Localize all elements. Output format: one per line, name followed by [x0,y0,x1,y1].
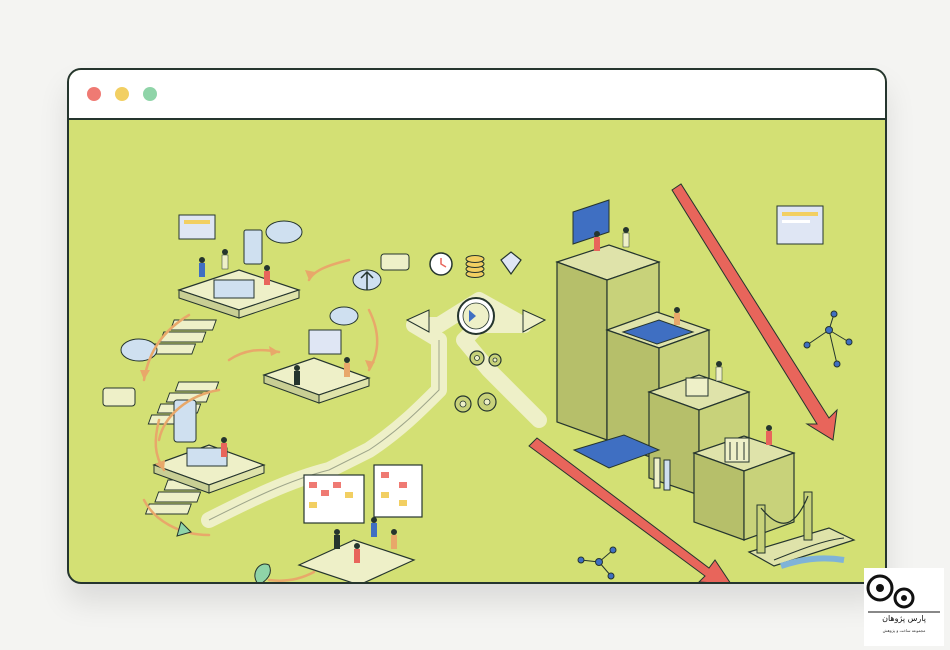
cycle-arrowheads [140,270,375,470]
network-node-icon [577,546,617,580]
blueprint-icon [572,434,661,469]
maximize-dot-icon[interactable] [143,87,157,101]
coins-icon [465,255,485,278]
workers-group [594,227,772,445]
fork-arrows [405,309,547,333]
browser-window [67,68,887,584]
phone-icon [173,399,197,443]
misc-right [577,205,853,580]
tablet-icon [213,279,255,299]
left-staircase [102,214,423,582]
diamond-icon [500,251,522,276]
gear-logo-icon [866,574,940,613]
logo-tagline: مجموعه ساخت و پژوهش [882,628,926,633]
tablet-icon [178,214,216,240]
speech-bubble-icon [102,253,410,407]
browser-window-icon [776,205,824,245]
phone-icon [243,229,263,265]
network-node-icon [803,310,853,368]
monitor-icon [308,329,342,355]
minimize-dot-icon[interactable] [115,87,129,101]
winding-path [201,292,547,528]
close-dot-icon[interactable] [87,87,101,101]
right-blocks [528,183,856,582]
people-group [199,249,397,563]
center-icons [429,251,522,413]
illustration-canvas [69,120,885,582]
pin-icon [254,563,271,582]
blueprint-icon [621,319,695,345]
title-bar [69,70,885,120]
cloud-icon [120,220,359,362]
logo-arabic-text: پارس پژوهان [882,614,926,623]
pin-icon [176,521,192,537]
building-model-icon [685,377,709,397]
bridge-icon [747,491,856,569]
brand-logo: پارس پژوهان مجموعه ساخت و پژوهش [864,568,944,646]
red-arrows [528,183,838,582]
upload-arrow-icon [352,269,382,291]
blueprint-icon [572,199,610,245]
